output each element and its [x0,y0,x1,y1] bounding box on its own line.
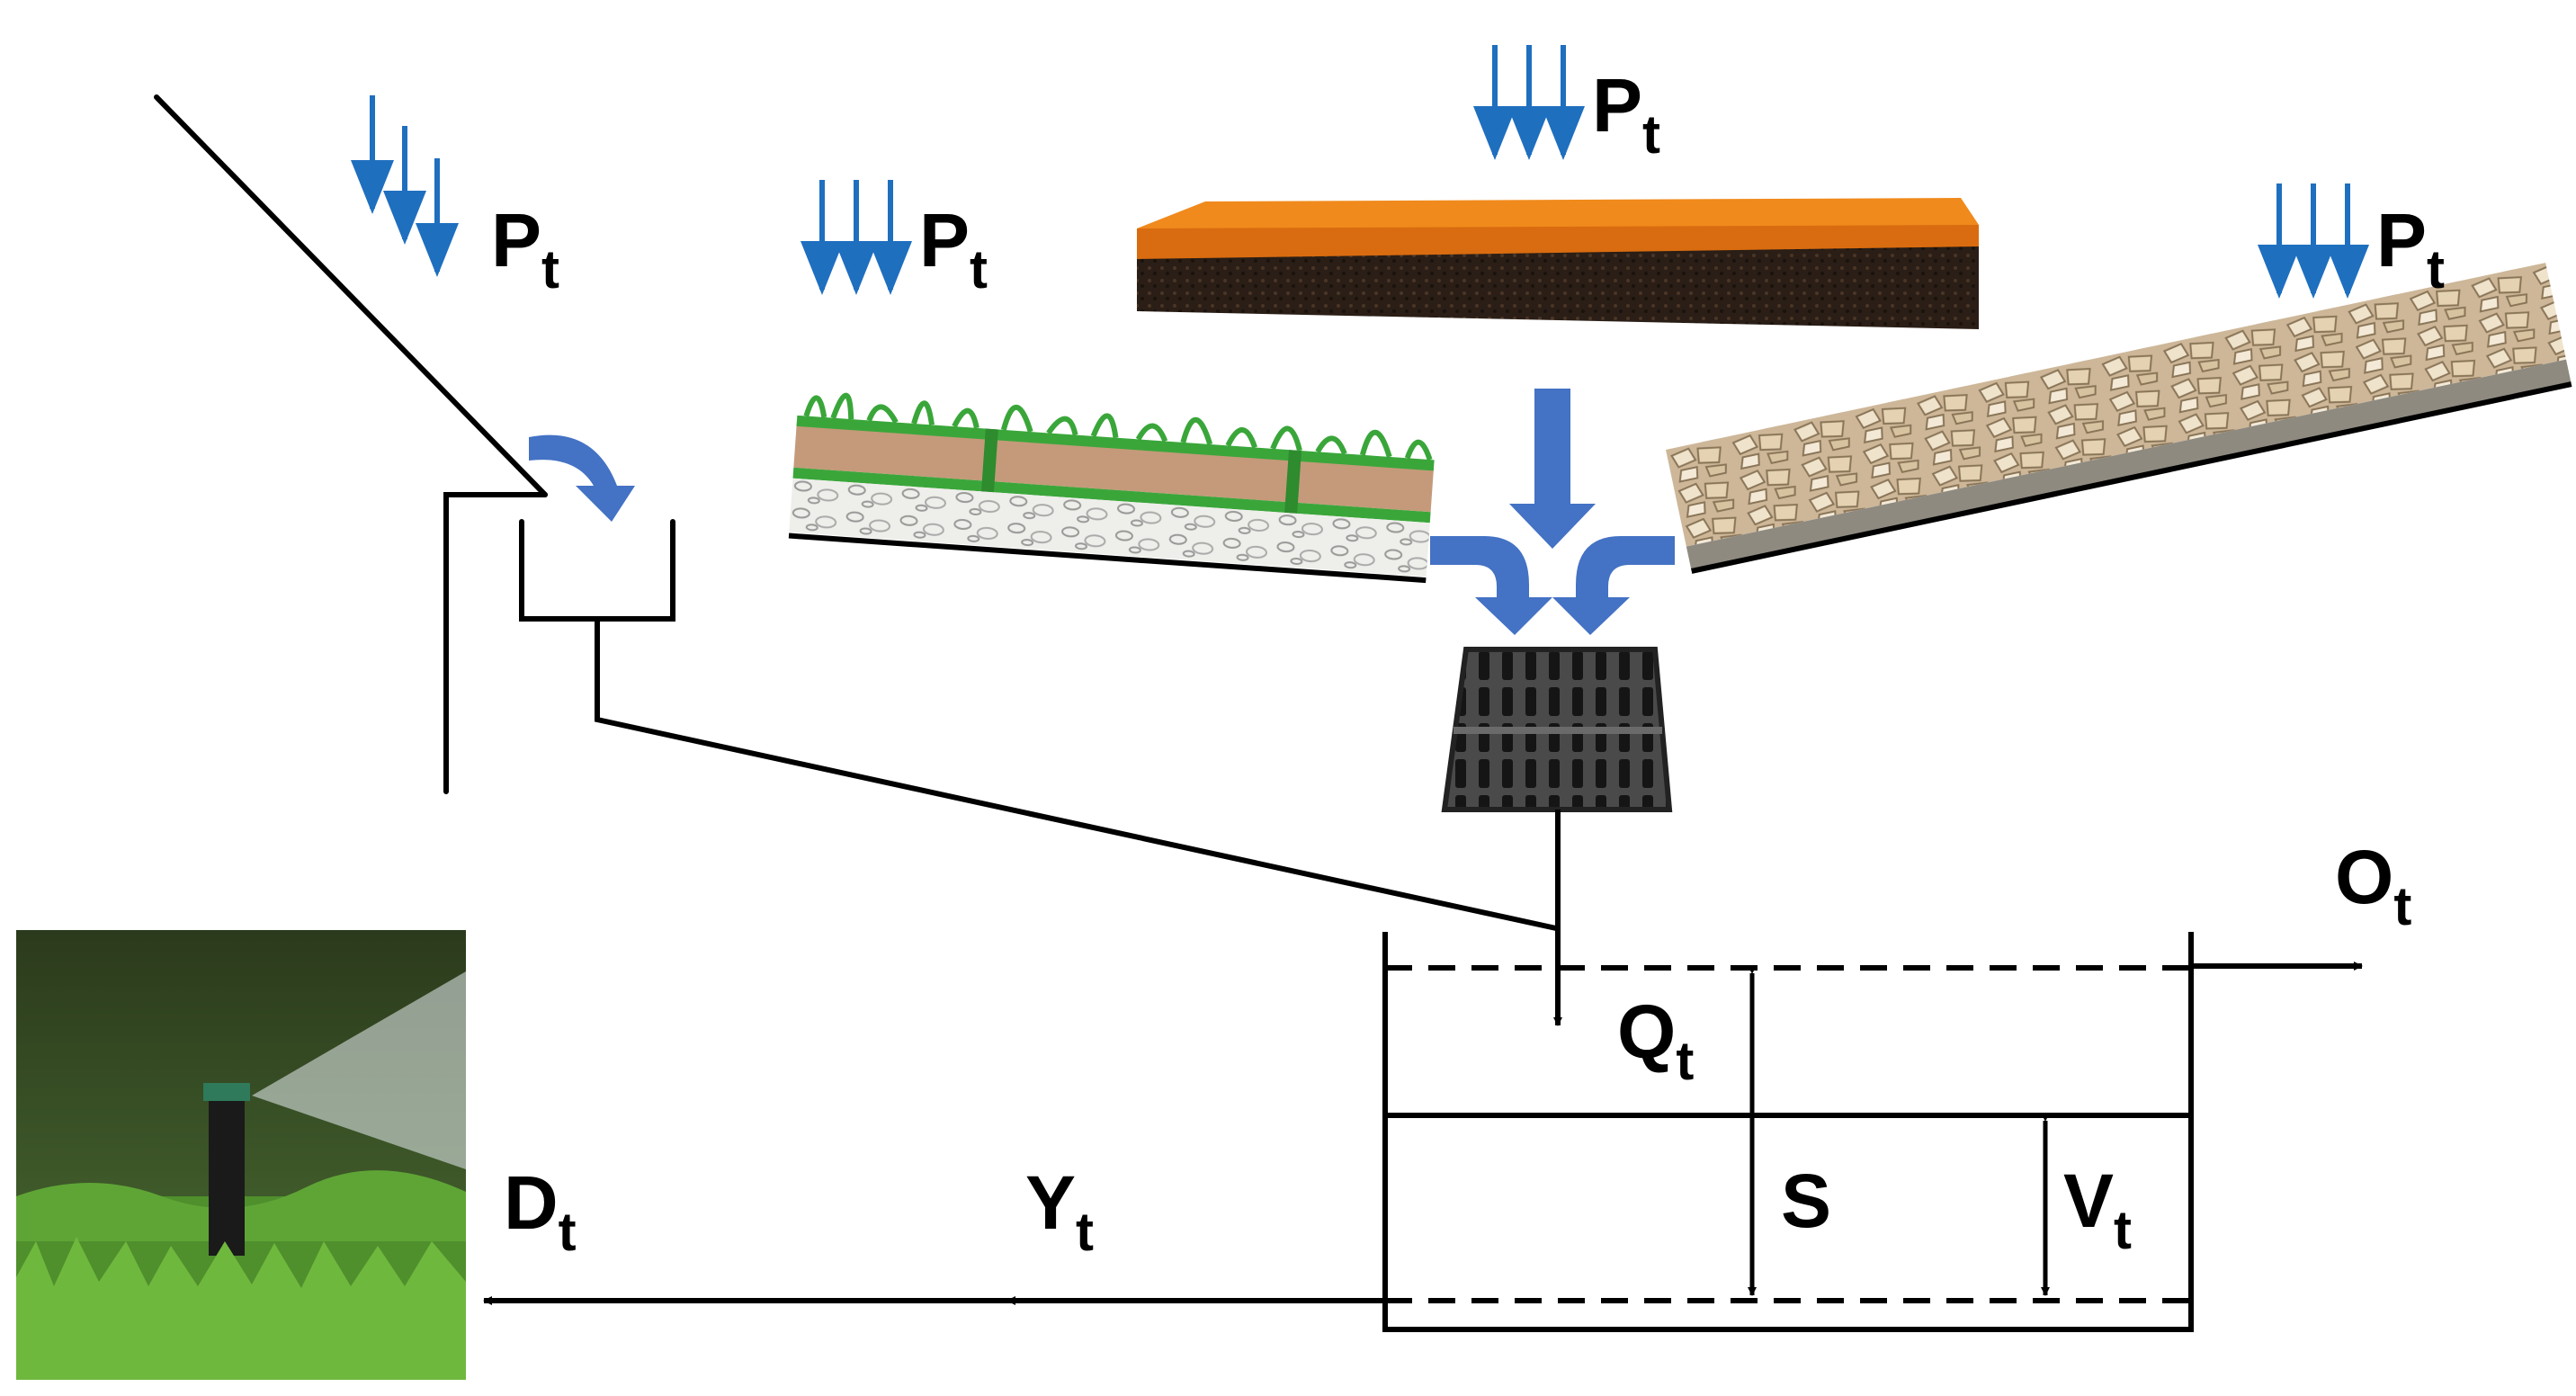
label-inflow: Qt [1617,989,1694,1091]
label-overflow: Ot [2335,835,2411,936]
label-p-grass: Pt [919,198,988,300]
storage-tank [1382,932,2194,1332]
roof-line [154,94,548,497]
roof-feed-pipe [595,616,1559,931]
surface-runoff-arrows [1430,389,1675,635]
rain-arrows-gravel [2258,183,2369,299]
label-demand: Dt [504,1160,577,1262]
label-p-rubber: Pt [1592,63,1660,165]
gravel-layer-image [1666,263,2572,574]
left-curve-arrow [1430,536,1552,635]
label-yield: Yt [1025,1160,1094,1262]
grass-layer-image [788,392,1435,584]
rain-arrows-icon [351,45,2369,299]
label-volume: Vt [2063,1159,2132,1260]
tank-walls [1382,932,2194,1332]
first-flush-tank [519,519,675,622]
downpipe [443,492,548,794]
roof-collector [154,94,1559,931]
label-storage: S [1781,1159,1831,1243]
drain-grate-icon [1441,647,1673,812]
rain-arrows-roof [351,95,459,277]
label-p-roof: Pt [491,198,559,300]
rain-arrows-grass [801,180,912,295]
center-down-arrow [1509,389,1596,549]
rain-arrows-rubber [1473,45,1585,160]
right-curve-arrow [1552,536,1675,635]
roof-inflow-arrow [529,434,635,522]
sprinkler-photo [16,930,466,1380]
label-p-gravel: Pt [2376,198,2445,300]
rubber-tile-image [1137,198,1979,329]
